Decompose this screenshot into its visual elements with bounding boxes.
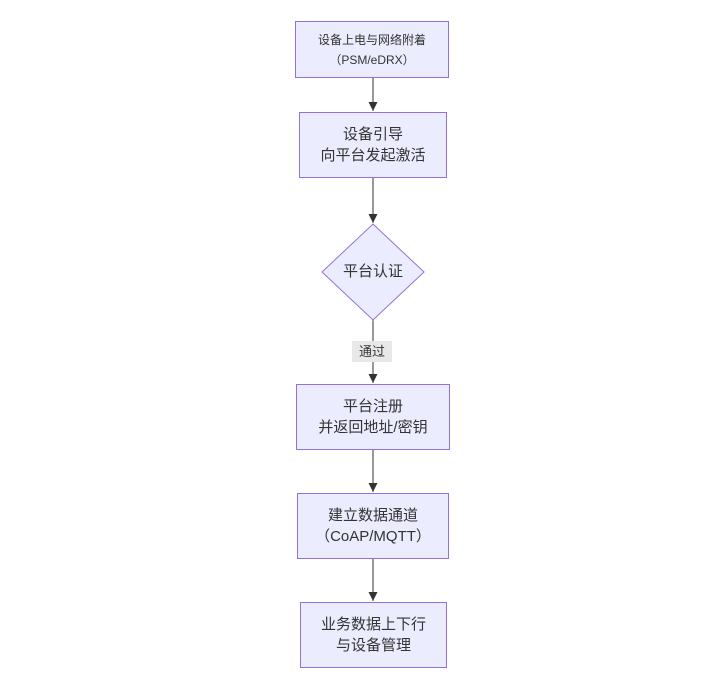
edge-label-pass: 通过 <box>352 341 393 362</box>
decision-label-platform-auth: 平台认证 <box>342 263 403 280</box>
flow-node-power-on-attach: 设备上电与网络附着 （PSM/eDRX） <box>295 21 449 78</box>
flow-node-register: 平台注册 并返回地址/密钥 <box>296 384 450 450</box>
flow-node-business-data: 业务数据上下行 与设备管理 <box>300 602 447 668</box>
flow-node-data-channel: 建立数据通道 （CoAP/MQTT） <box>297 493 449 559</box>
decision-diamond-shape <box>321 223 425 321</box>
flow-node-bootstrap: 设备引导 向平台发起激活 <box>299 112 447 178</box>
